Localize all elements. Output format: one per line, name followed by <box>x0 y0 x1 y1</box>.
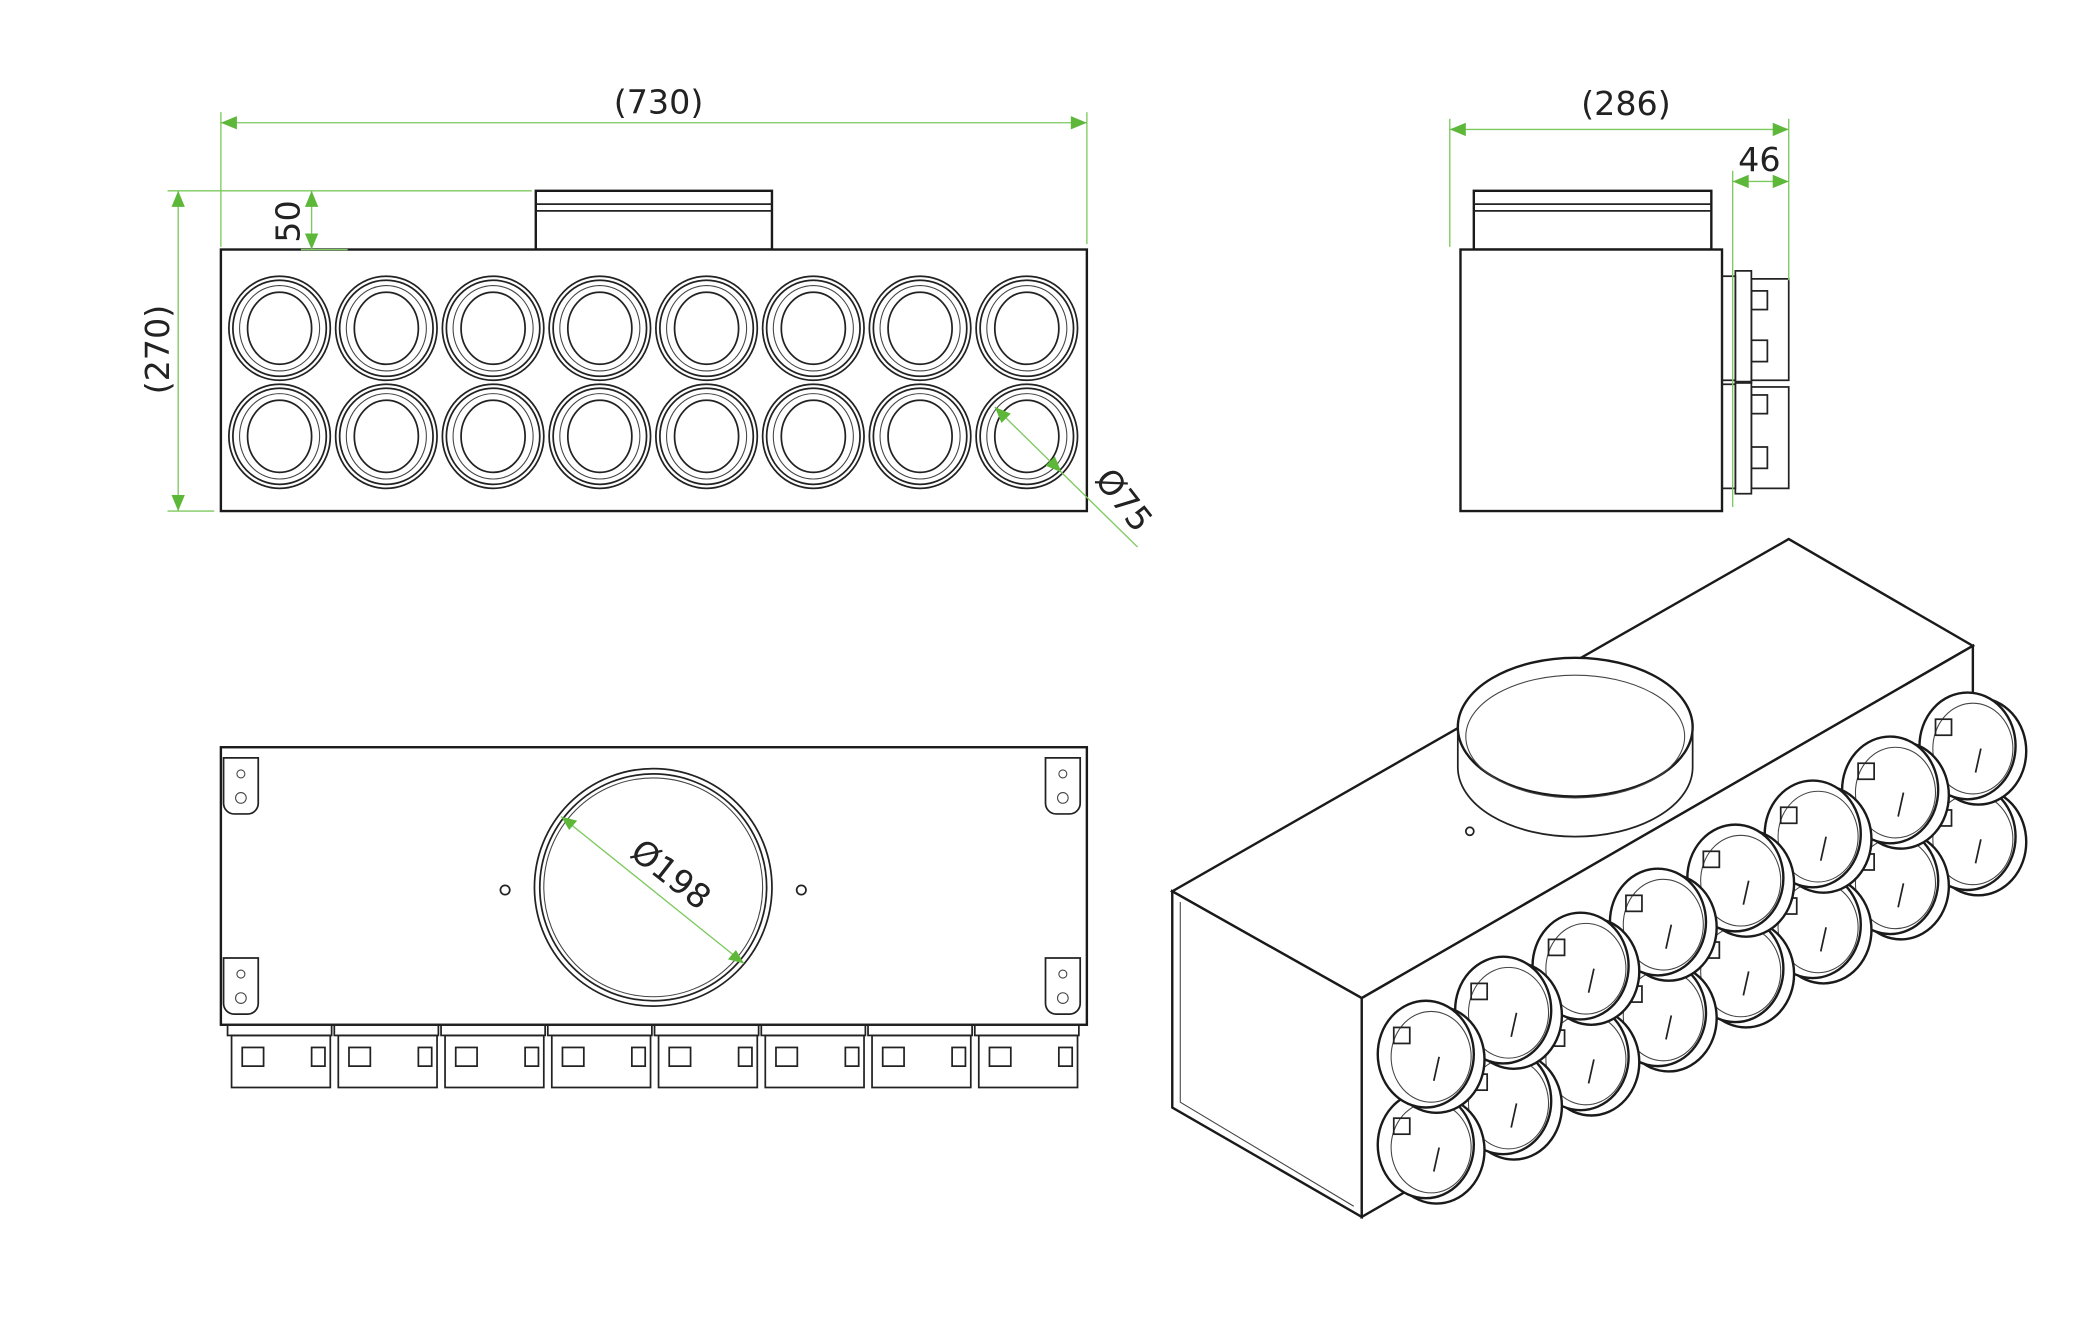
dim-height-label: (270) <box>138 305 177 395</box>
port-collar <box>228 275 332 382</box>
port-collar <box>441 383 545 490</box>
mounting-bracket <box>1044 757 1082 815</box>
port-collar <box>868 383 972 490</box>
port-side <box>973 1023 1080 1089</box>
port-collar <box>975 383 1079 490</box>
dim-spigot-height-label: 50 <box>269 200 308 242</box>
bottom-box <box>219 746 1089 1026</box>
port-collar <box>228 383 332 490</box>
iso-port <box>1376 1090 1486 1205</box>
front-spigot <box>534 189 774 251</box>
dim-port-diameter-label: Ø75 <box>1087 461 1160 539</box>
port-collar <box>761 383 865 490</box>
side-port-bottom <box>1721 380 1790 495</box>
port-side <box>867 1023 973 1089</box>
port-collar <box>975 275 1079 382</box>
side-port-top <box>1721 270 1790 384</box>
port-collar <box>441 275 545 382</box>
bottom-port-row <box>226 1023 1080 1089</box>
dim-depth-label: (286) <box>1581 84 1671 123</box>
port-collar <box>548 383 652 490</box>
port-side <box>333 1023 440 1089</box>
port-collar <box>548 275 652 382</box>
port-side <box>546 1023 653 1089</box>
port-collar <box>868 275 972 382</box>
side-spigot <box>1472 189 1713 251</box>
front-port-grid <box>228 275 1079 490</box>
port-collar <box>655 275 759 382</box>
port-side <box>760 1023 867 1089</box>
port-collar <box>334 383 438 490</box>
iso-port-grid <box>1376 691 2028 1205</box>
mounting-bracket <box>1044 957 1082 1015</box>
iso-port <box>1608 867 1718 982</box>
port-side <box>226 1023 333 1089</box>
isometric-view <box>1169 537 2028 1219</box>
iso-port <box>1918 691 2028 806</box>
screw-hole-icon <box>499 884 511 896</box>
front-view <box>219 189 1089 513</box>
screw-hole-icon <box>795 884 807 896</box>
dim-width-label: (730) <box>614 82 704 121</box>
side-view <box>1459 189 1790 513</box>
main-outlet-outer <box>533 767 773 1007</box>
iso-main-spigot <box>1456 656 1694 798</box>
iso-port <box>1376 999 1486 1115</box>
bottom-view <box>219 746 1089 1089</box>
side-box <box>1459 248 1724 513</box>
mounting-bracket <box>222 757 260 815</box>
port-collar <box>334 275 438 382</box>
port-side <box>653 1023 760 1089</box>
port-collar <box>655 383 759 490</box>
port-collar <box>761 275 865 382</box>
mounting-bracket <box>222 957 260 1015</box>
port-side <box>440 1023 546 1089</box>
dim-port-length-label: 46 <box>1738 140 1780 179</box>
